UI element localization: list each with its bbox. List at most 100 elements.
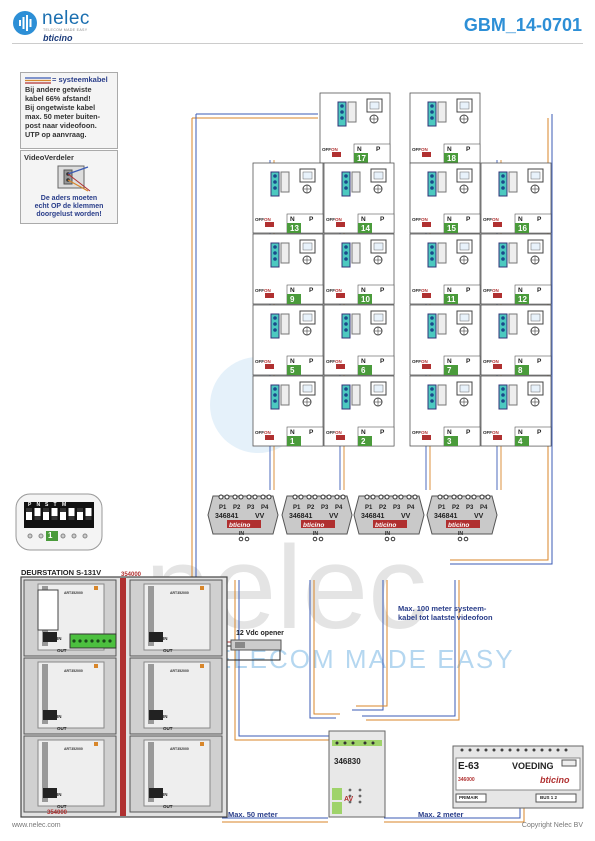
- terminal-screw: [344, 186, 348, 190]
- opener-icon: [230, 639, 282, 651]
- module-code: ART352000: [170, 669, 189, 673]
- switch-on-label: ON: [335, 359, 342, 364]
- screen-display: [459, 171, 470, 180]
- port-screw: [246, 494, 252, 500]
- terminal-screw: [430, 174, 434, 178]
- address-n-box: [287, 436, 301, 446]
- address-n-box: [515, 294, 529, 304]
- dip-label: T: [54, 502, 57, 508]
- port-screw: [392, 494, 398, 500]
- terminal-block: [341, 171, 351, 197]
- terminal-screw: [344, 174, 348, 178]
- dip-switch-cell: [85, 508, 92, 520]
- dip-switch-cell: [60, 508, 66, 520]
- module-connector: [43, 788, 57, 798]
- address-n-box: [444, 153, 458, 163]
- monitor-address: 11: [447, 295, 456, 304]
- distributor-vv: VV: [401, 513, 411, 520]
- terminal-p-label: P: [537, 287, 542, 294]
- terminal-screw: [501, 174, 505, 178]
- bticino-badge: [446, 520, 480, 528]
- screen-display: [302, 384, 313, 393]
- distributor-model: 346841: [434, 513, 457, 520]
- cable-swatch-icon: [25, 77, 51, 84]
- screen-display: [373, 313, 384, 322]
- terminal-n-label: N: [357, 146, 362, 153]
- switch-toggle-icon: [422, 435, 431, 440]
- in-screw: [244, 536, 250, 542]
- switch-toggle-icon: [265, 364, 274, 369]
- module-in: IN: [163, 714, 168, 719]
- dip-switch-slider: [34, 516, 41, 520]
- terminal-block: [427, 101, 437, 127]
- switch-off-label: OFF: [412, 430, 421, 435]
- terminal-n-label: N: [361, 287, 366, 294]
- terminal-screw: [344, 245, 348, 249]
- module-connector: [149, 710, 163, 720]
- address-n-box: [515, 436, 529, 446]
- switch-off-label: OFF: [322, 147, 331, 152]
- distributor-terminal-icon: [57, 165, 91, 192]
- dip-switch-slider: [26, 508, 32, 512]
- dip-screw: [38, 533, 44, 539]
- distributor-legend-title: VideoVerdeler: [24, 153, 74, 162]
- terminal-screw: [340, 110, 344, 114]
- bticino-logo: bticino: [375, 522, 396, 529]
- terminal-label-strip: [280, 242, 290, 264]
- terminal-n-label: N: [447, 429, 452, 436]
- screen-display: [302, 171, 313, 180]
- address-n-box: [358, 294, 372, 304]
- port-label: P2: [307, 505, 315, 511]
- terminal-screw: [273, 328, 277, 332]
- switch-on-label: ON: [335, 288, 342, 293]
- terminal-screw: [430, 257, 434, 261]
- terminal-n-label: N: [518, 429, 523, 436]
- switch-off-label: OFF: [326, 359, 335, 364]
- monitor-address: 9: [290, 295, 295, 304]
- port-screw: [412, 494, 418, 500]
- terminal-n-label: N: [290, 358, 295, 365]
- distributor-legend-box: VideoVerdeler De aders moeten echt OP de…: [20, 150, 118, 224]
- port-label: P3: [466, 505, 474, 511]
- switch-on-label: ON: [421, 288, 428, 293]
- module-code: ART352000: [170, 747, 189, 751]
- terminal-screw: [430, 393, 434, 397]
- switch-on-label: ON: [264, 430, 271, 435]
- terminal-p-label: P: [376, 146, 381, 153]
- port-label: P3: [393, 505, 401, 511]
- terminal-n-label: N: [518, 287, 523, 294]
- terminal-label-strip: [347, 101, 357, 123]
- door-station-divider: [120, 578, 126, 816]
- terminal-screw: [501, 257, 505, 261]
- psu-bus: BUS 1 2: [540, 795, 558, 800]
- address-n-box: [354, 153, 368, 163]
- terminal-n-label: N: [361, 358, 366, 365]
- switch-on-label: ON: [492, 288, 499, 293]
- screen-display: [530, 171, 541, 180]
- terminal-label-strip: [508, 171, 518, 193]
- switch-on-label: ON: [264, 288, 271, 293]
- module-rail: [42, 664, 48, 724]
- terminal-n-label: N: [290, 429, 295, 436]
- port-screw: [471, 494, 477, 500]
- terminal-screw: [273, 316, 277, 320]
- switch-toggle-icon: [493, 364, 502, 369]
- dip-switch-slider: [85, 516, 92, 520]
- port-screw: [292, 494, 298, 500]
- distributor-vv: VV: [474, 513, 484, 520]
- distributor-note-line: echt OP de klemmen: [34, 203, 104, 210]
- monitor-address: 18: [447, 154, 456, 163]
- terminal-block: [270, 171, 280, 197]
- terminal-p-label: P: [466, 429, 471, 436]
- switch-off-label: OFF: [255, 288, 264, 293]
- switch-off-label: OFF: [483, 430, 492, 435]
- footer-copyright: Copyright Nelec BV: [521, 822, 583, 829]
